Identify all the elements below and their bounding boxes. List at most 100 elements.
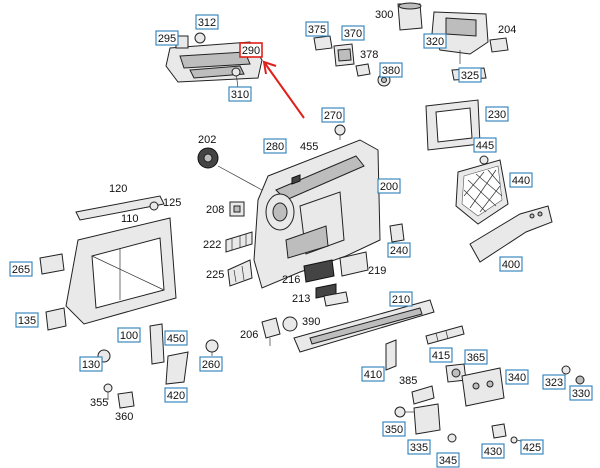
part-330-nut	[575, 375, 585, 385]
part-number: 280	[266, 141, 284, 153]
part-label-box: 260	[199, 356, 223, 372]
part-number-plain: 206	[240, 329, 258, 341]
part-label-box: 375	[305, 21, 329, 37]
part-219b-cover	[323, 291, 349, 307]
part-360-bracket	[117, 391, 135, 409]
label-box	[382, 421, 406, 437]
part-number-plain: 455	[300, 141, 318, 153]
part-265	[39, 253, 65, 275]
part-202-knob	[197, 147, 219, 169]
part-number: 445	[476, 140, 494, 152]
part-445	[479, 155, 489, 165]
part-270-clip	[334, 124, 346, 140]
part-label-box: 340	[505, 369, 529, 385]
part-230-frame	[425, 99, 481, 151]
part-355-screw	[103, 383, 113, 400]
part-label-box: 430	[481, 443, 505, 459]
part-label-box: 135	[15, 312, 39, 328]
part-204	[489, 37, 509, 53]
part-350-bolt	[394, 406, 414, 418]
part-label-box: 100	[117, 327, 141, 343]
part-label-box: 365	[464, 349, 488, 365]
label-box	[15, 312, 39, 328]
part-390-cap	[282, 316, 298, 332]
part-number: 200	[380, 181, 398, 193]
part-label-box: 330	[569, 385, 593, 401]
highlight-arrow	[263, 61, 305, 119]
part-number: 210	[392, 294, 410, 306]
part-number: 340	[508, 372, 526, 384]
part-label-box: 312	[195, 14, 219, 30]
part-210-sill	[293, 299, 435, 353]
part-120-rail	[75, 195, 165, 221]
part-label-box: 310	[228, 86, 252, 102]
part-label-box: 350	[382, 421, 406, 437]
part-number: 420	[167, 390, 185, 402]
part-number-plain: 300	[375, 9, 393, 21]
part-number: 350	[385, 424, 403, 436]
label-box	[79, 356, 103, 372]
part-label-box: 410	[361, 366, 385, 382]
label-box	[520, 439, 544, 455]
part-335-bracket	[413, 403, 441, 435]
part-340-bracket	[461, 367, 505, 407]
part-number: 290	[242, 45, 260, 57]
label-box	[464, 349, 488, 365]
part-number-plain: 202	[198, 134, 216, 146]
part-label-box: 400	[499, 256, 523, 272]
label-box	[458, 67, 482, 83]
part-number: 330	[572, 388, 590, 400]
part-225-vent	[227, 259, 253, 287]
part-number: 400	[502, 259, 520, 271]
part-216-grille	[303, 259, 335, 283]
label-box	[569, 385, 593, 401]
label-box	[341, 25, 365, 41]
part-135	[45, 307, 67, 331]
label-box	[436, 452, 460, 468]
part-number-plain: 204	[498, 24, 516, 36]
part-number-plain: 355	[90, 397, 108, 409]
part-number: 410	[364, 369, 382, 381]
part-378	[355, 63, 371, 77]
part-number-plain: 378	[360, 49, 378, 61]
part-label-box: 200	[377, 178, 401, 194]
label-box	[361, 366, 385, 382]
part-number: 375	[308, 24, 326, 36]
part-label-box: 325	[458, 67, 482, 83]
part-number-plain: 385	[399, 375, 417, 387]
label-box	[499, 256, 523, 272]
part-number: 320	[426, 36, 444, 48]
part-number-plain: 216	[282, 274, 300, 286]
part-label-box: 320	[423, 33, 447, 49]
label-box	[379, 62, 403, 78]
part-440-net	[455, 159, 509, 225]
part-222-vent	[225, 231, 253, 253]
part-number-plain: 390	[302, 316, 320, 328]
part-415	[425, 325, 465, 345]
part-label-box: 295	[155, 30, 179, 46]
part-label-box: 380	[379, 62, 403, 78]
label-box	[377, 178, 401, 194]
label-box	[509, 172, 533, 188]
part-420	[165, 351, 189, 385]
part-number: 295	[158, 33, 176, 45]
part-label-box: 240	[387, 242, 411, 258]
part-label-box: 370	[341, 25, 365, 41]
part-label-box: 230	[485, 106, 509, 122]
part-200-main-panel	[253, 139, 381, 289]
part-number: 335	[410, 442, 428, 454]
part-number-plain: 360	[115, 411, 133, 423]
part-219-cover	[339, 251, 369, 277]
part-label-box: 270	[321, 107, 345, 123]
part-label-box: 420	[164, 387, 188, 403]
part-number: 323	[545, 377, 563, 389]
part-208	[229, 201, 245, 217]
label-box	[473, 137, 497, 153]
part-number: 450	[167, 333, 185, 345]
label-box	[387, 242, 411, 258]
part-number: 325	[461, 70, 479, 82]
part-385-clip	[411, 385, 435, 405]
part-300-cup	[397, 2, 423, 31]
